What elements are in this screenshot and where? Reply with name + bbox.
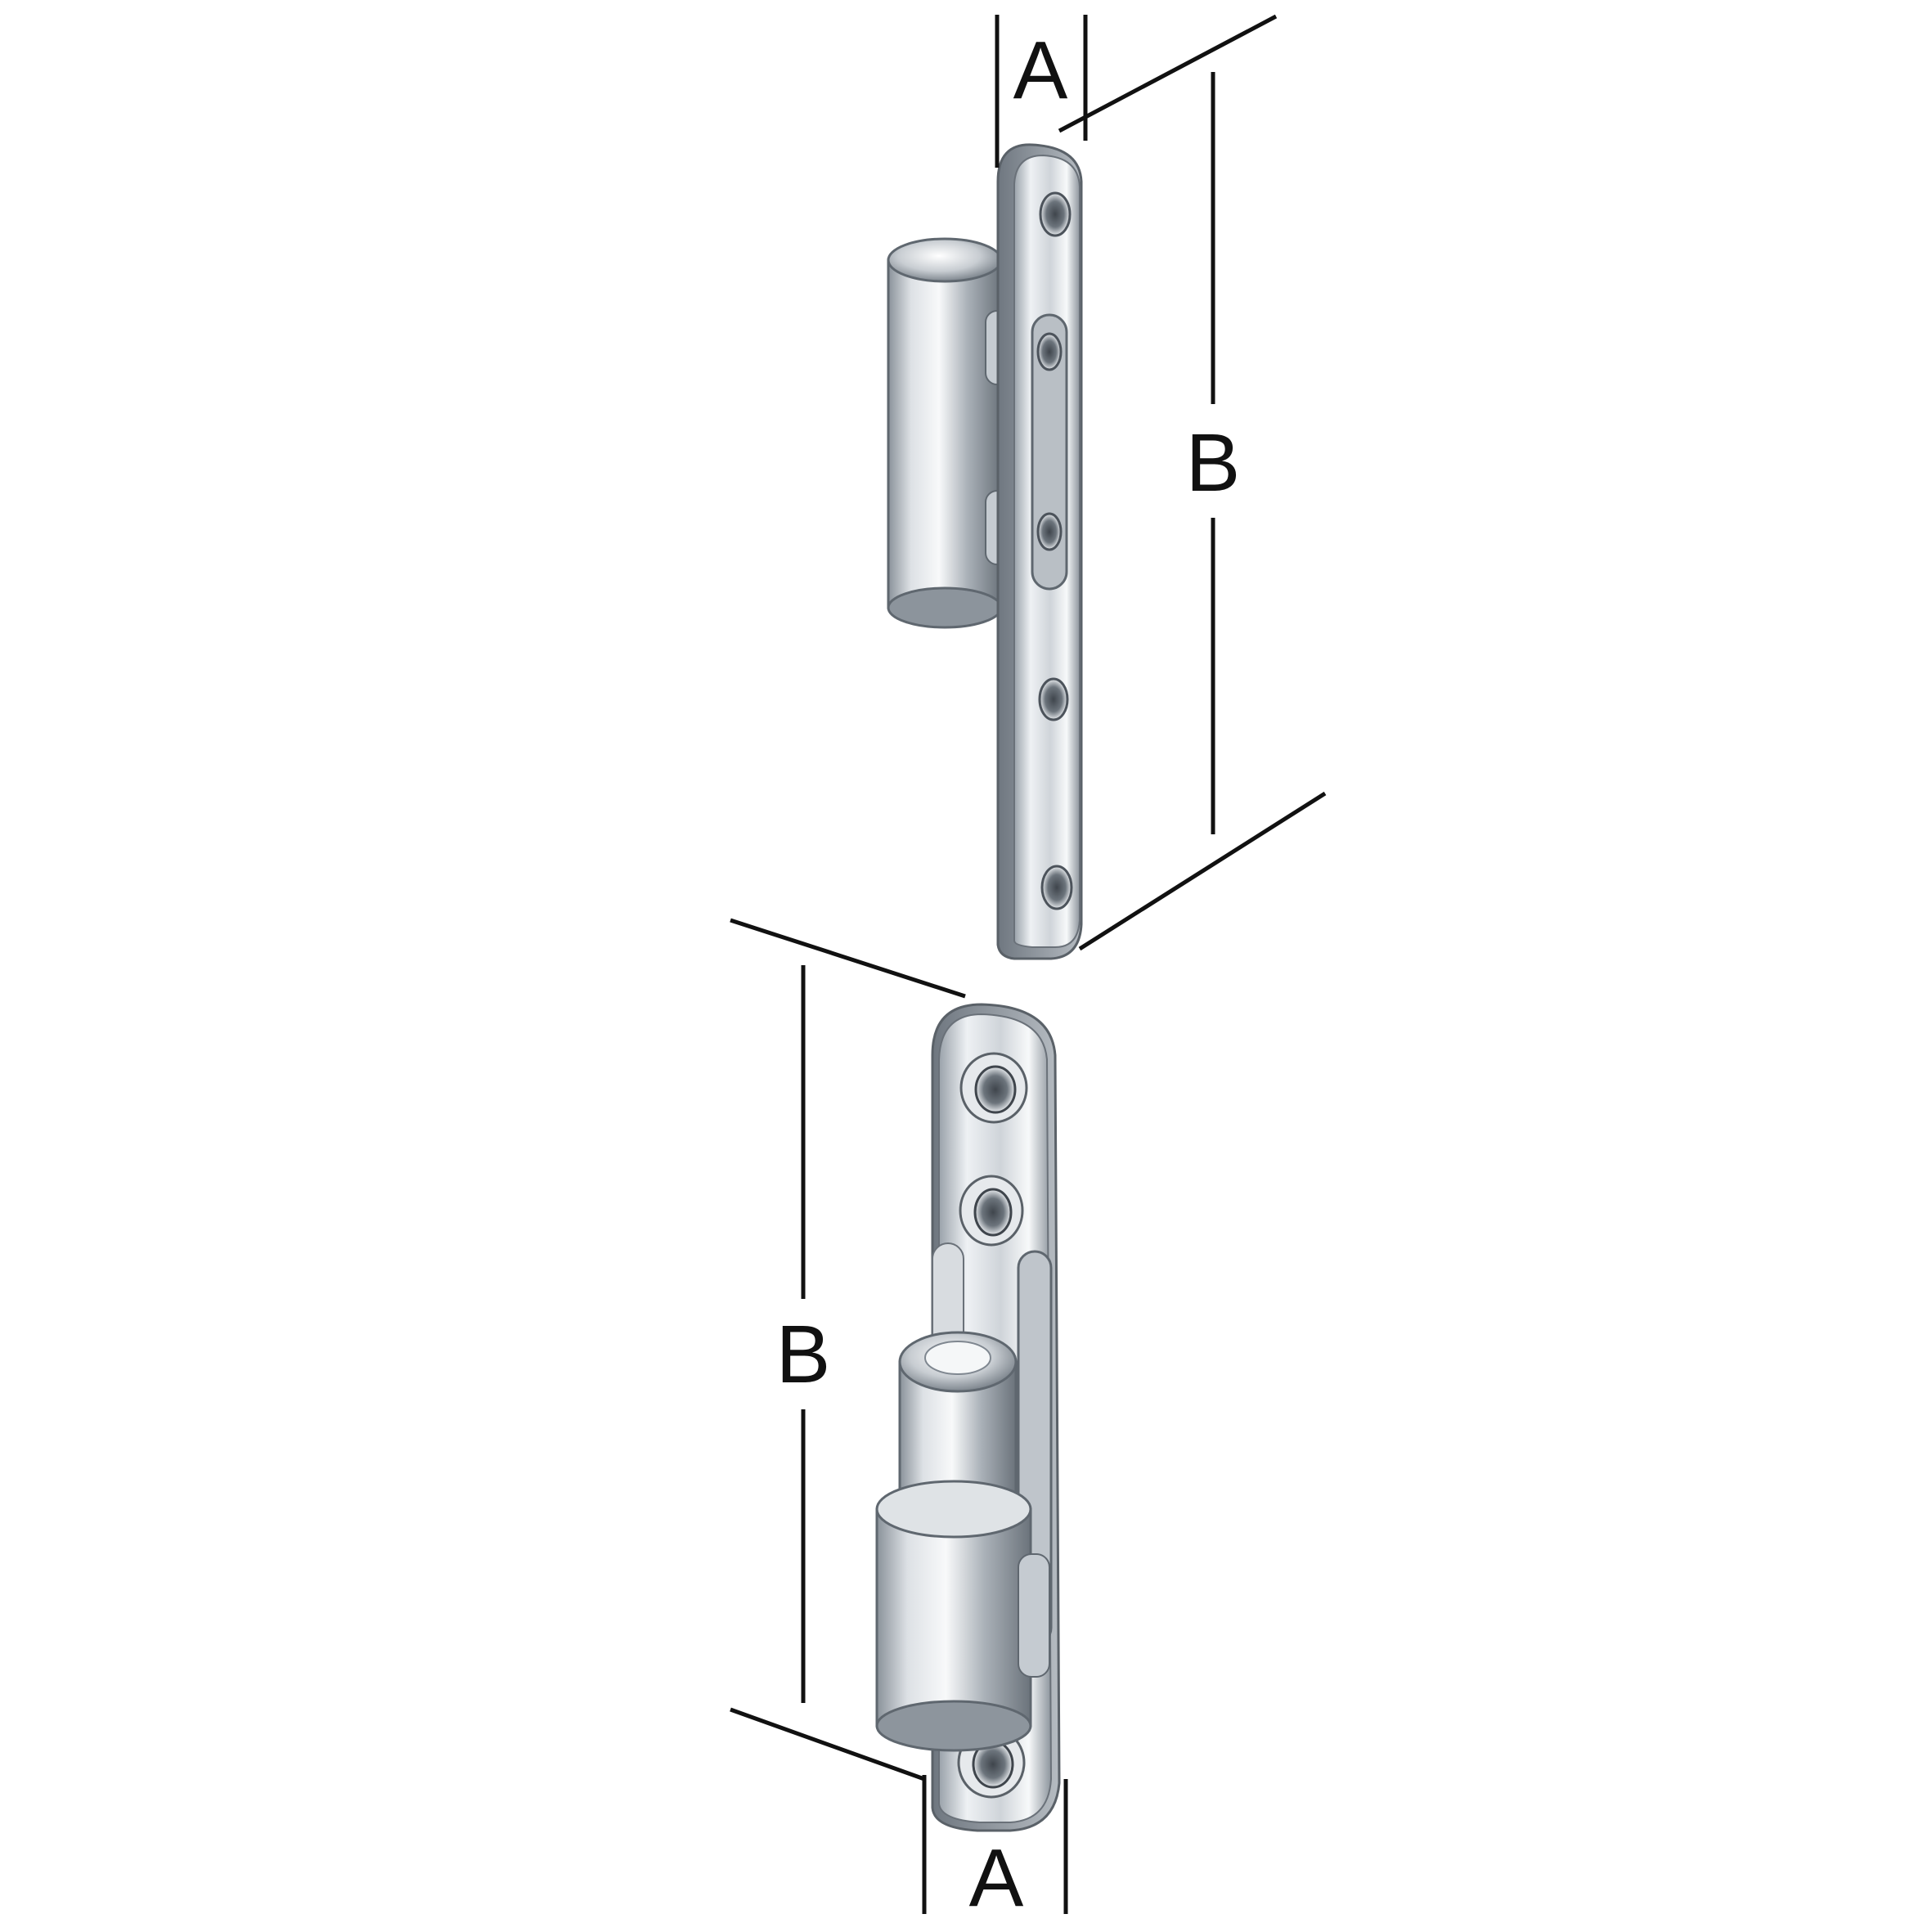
top-depth-line [1058, 14, 1278, 133]
bottom-length-label: B [776, 1309, 831, 1400]
top-length-label: B [1186, 417, 1241, 509]
top-mounting-plate [996, 143, 1083, 960]
dimension-lines [730, 14, 1327, 1914]
top-plate-hole-1 [1039, 191, 1072, 237]
bottom-b-top-extension [730, 918, 966, 999]
top-plate-screw-2 [1036, 512, 1063, 551]
bottom-hinge-part [875, 1003, 1061, 1832]
top-plate-hole-2 [1038, 677, 1069, 721]
top-plate-screw-1 [1036, 332, 1063, 371]
top-width-label: A [1013, 25, 1068, 116]
bottom-width-label: A [969, 1832, 1024, 1924]
top-hinge-part [887, 143, 1083, 960]
bottom-connector-tab [1018, 1553, 1050, 1678]
bottom-plate-hole-1 [974, 1065, 1017, 1114]
top-plate-hole-3 [1040, 865, 1073, 910]
bottom-hinge-barrel [875, 1480, 1032, 1752]
top-b-base-extension [1078, 791, 1327, 951]
bottom-plate-hole-2 [973, 1188, 1013, 1237]
bottom-b-base-extension [730, 1707, 925, 1781]
top-knuckle-cylinder [887, 237, 1003, 629]
